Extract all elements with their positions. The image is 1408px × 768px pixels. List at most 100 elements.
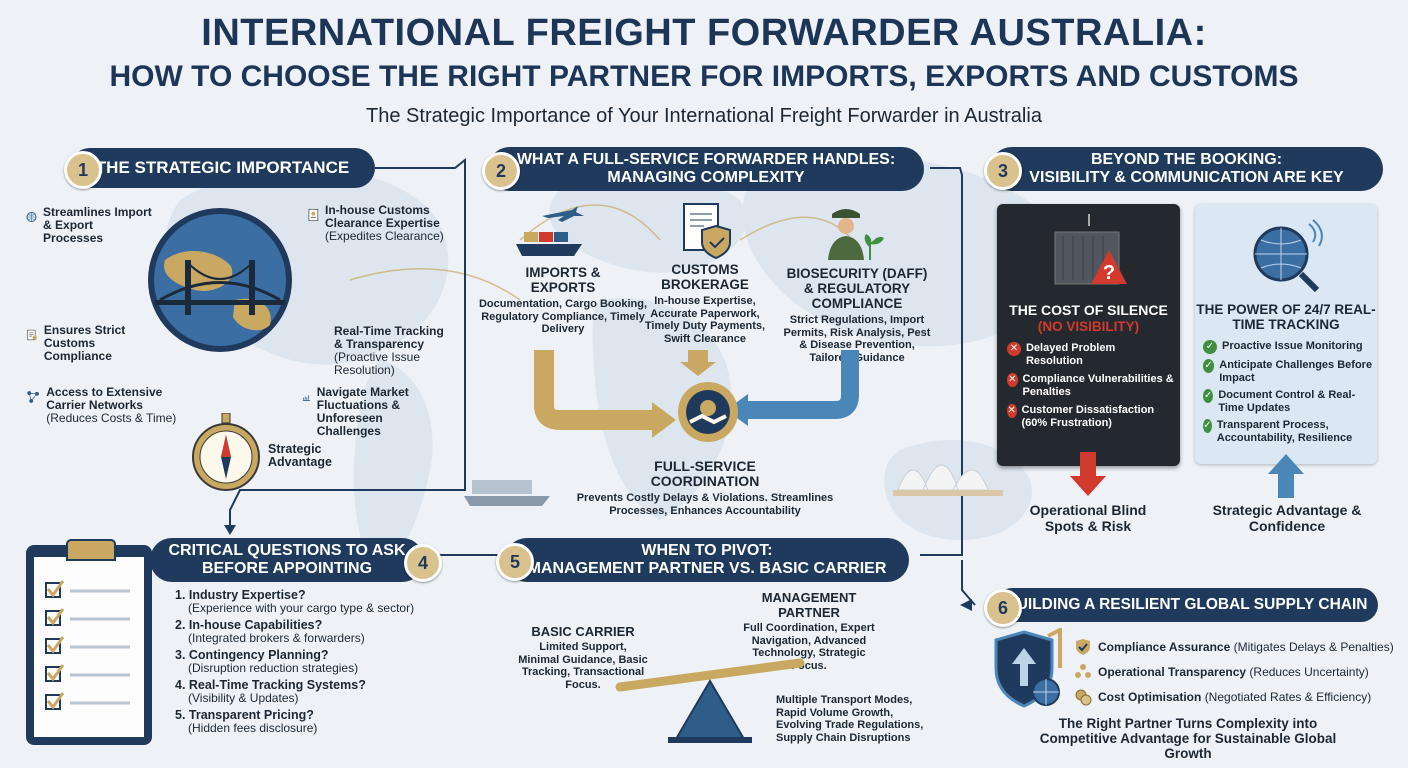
resilience-item: Cost Optimisation (Negotiated Rates & Ef…	[1074, 685, 1404, 709]
realtime-tracking-title: THE POWER OF 24/7 REAL-TIME TRACKING	[1196, 302, 1376, 332]
balance-seesaw-icon	[615, 658, 805, 743]
s1-left-title: Streamlines Import & Export Processes	[43, 205, 152, 245]
question-item: 4. Real-Time Tracking Systems? (Visibili…	[175, 678, 366, 705]
x-icon: ✕	[1007, 342, 1021, 356]
blind-spots-label: Operational Blind Spots & Risk	[1029, 502, 1147, 534]
x-icon: ✕	[1007, 404, 1017, 418]
section-4-banner: CRITICAL QUESTIONS TO ASK BEFORE APPOINT…	[150, 538, 424, 582]
s1-left-item-2: Access to Extensive Carrier Networks (Re…	[26, 386, 186, 425]
section-3-title-line1: BEYOND THE BOOKING:	[1090, 151, 1283, 169]
silence-item: ✕Compliance Vulnerabilities & Penalties	[1007, 373, 1174, 398]
section-1-title: THE STRATEGIC IMPORTANCE	[95, 157, 350, 177]
realtime-tracking-panel: THE POWER OF 24/7 REAL-TIME TRACKING ✓Pr…	[1195, 204, 1377, 464]
section-5-title-line1: WHEN TO PIVOT:	[641, 542, 773, 560]
check-icon: ✓	[1203, 389, 1214, 403]
checklist-icon	[45, 580, 130, 710]
section-2-title-line1: WHAT A FULL-SERVICE FORWARDER HANDLES:	[516, 151, 896, 169]
questions-list: 1. Industry Expertise? (Experience with …	[175, 588, 445, 735]
section-1-banner: THE STRATEGIC IMPORTANCE	[70, 148, 375, 188]
shield-check-icon	[1076, 639, 1090, 655]
resilience-item: Compliance Assurance (Mitigates Delays &…	[1074, 635, 1404, 659]
section-1-number: 1	[64, 151, 102, 189]
section-2-banner: WHAT A FULL-SERVICE FORWARDER HANDLES: M…	[488, 147, 924, 191]
container-ship-icon	[464, 480, 550, 506]
shield-growth-icon	[994, 628, 1062, 708]
cargo-ship-plane-icon	[516, 206, 584, 256]
cost-of-silence-panel: ? THE COST OF SILENCE (NO VISIBILITY) ✕D…	[997, 204, 1180, 466]
question-item: 3. Contingency Planning? (Disruption red…	[175, 648, 359, 675]
footer-statement: The Right Partner Turns Complexity into …	[1039, 716, 1337, 761]
cost-of-silence-title: THE COST OF SILENCE	[1009, 302, 1168, 318]
section-3-number: 3	[984, 152, 1022, 190]
s1-left-sub: (Reduces Costs & Time)	[46, 411, 177, 425]
svg-text:?: ?	[1103, 262, 1115, 284]
s1-right-title: Real-Time Tracking & Transparency	[334, 324, 444, 351]
coordination-title: FULL-SERVICE COORDINATION	[650, 458, 760, 489]
management-partner-body: Full Coordination, Expert Navigation, Ad…	[743, 622, 875, 672]
check-icon: ✓	[1203, 340, 1217, 354]
basic-carrier-title: BASIC CARRIER	[531, 624, 635, 639]
s1-right-item-0: In-house Customs Clearance Expertise (Ex…	[307, 204, 467, 243]
s1-right-item-1: Real-Time Tracking & Transparency (Proac…	[334, 325, 454, 377]
opera-house-icon	[893, 464, 1003, 496]
checklist-clipboard	[26, 539, 152, 745]
strategic-confidence-label: Strategic Advantage & Confidence	[1212, 502, 1362, 534]
customs-body: In-house Expertise, Accurate Paperwork, …	[644, 295, 766, 345]
coordination-block: FULL-SERVICE COORDINATION Prevents Costl…	[560, 459, 850, 517]
imports-exports-title: IMPORTS & EXPORTS	[525, 265, 601, 295]
section-4-number: 4	[404, 544, 442, 582]
x-icon: ✕	[1007, 373, 1018, 387]
check-icon: ✓	[1203, 359, 1215, 373]
customs-block: CUSTOMS BROKERAGE In-house Expertise, Ac…	[640, 262, 770, 345]
s1-left-item-1: Ensures Strict Customs Compliance	[26, 324, 156, 363]
pivot-triggers: Multiple Transport Modes, Rapid Volume G…	[776, 694, 924, 744]
section-4-title-line2: BEFORE APPOINTING	[201, 560, 373, 577]
question-item: 1. Industry Expertise? (Experience with …	[175, 588, 415, 615]
container-warning-icon: ?	[1054, 214, 1127, 285]
imports-exports-body: Documentation, Cargo Booking, Regulatory…	[478, 298, 648, 335]
s1-left-title: Access to Extensive Carrier Networks	[46, 385, 163, 412]
s1-right-sub: (Proactive Issue Resolution)	[334, 350, 421, 377]
basic-carrier-block: BASIC CARRIER Limited Support, Minimal G…	[518, 624, 648, 691]
customs-shield-document-icon	[683, 203, 731, 260]
section-5-banner: WHEN TO PIVOT: MANAGEMENT PARTNER VS. BA…	[505, 538, 909, 582]
section-2-title-line2: MANAGING COMPLEXITY	[607, 169, 805, 186]
tracking-item: ✓Document Control & Real-Time Updates	[1203, 389, 1356, 414]
biosecurity-officer-icon	[828, 209, 884, 260]
subtitle: The Strategic Importance of Your Interna…	[366, 105, 1042, 127]
globe-bridge-icon	[148, 208, 292, 352]
section-6-number: 6	[984, 589, 1022, 627]
main-title: INTERNATIONAL FREIGHT FORWARDER AUSTRALI…	[201, 12, 1207, 54]
check-icon: ✓	[1203, 419, 1212, 433]
biosecurity-body: Strict Regulations, Import Permits, Risk…	[783, 314, 931, 364]
section-3-banner: BEYOND THE BOOKING: VISIBILITY & COMMUNI…	[990, 147, 1383, 191]
section-5-number: 5	[496, 543, 534, 581]
tracking-item: ✓Proactive Issue Monitoring	[1203, 340, 1373, 354]
s1-right-title: In-house Customs Clearance Expertise	[325, 203, 440, 230]
cost-of-silence-subtitle: (NO VISIBILITY)	[1037, 319, 1140, 334]
section-5-title-line2: MANAGEMENT PARTNER VS. BASIC CARRIER	[527, 560, 887, 577]
red-down-arrow-icon	[1070, 452, 1106, 496]
flow-arrows	[534, 350, 859, 438]
section-4-title-line1: CRITICAL QUESTIONS TO ASK	[168, 542, 406, 560]
cost-coins-icon	[1075, 689, 1092, 706]
compass-icon	[192, 413, 260, 491]
customs-document-icon	[308, 208, 319, 222]
silence-item: ✕Customer Dissatisfaction (60% Frustrati…	[1007, 404, 1155, 429]
compass-label: Strategic Advantage	[268, 442, 332, 469]
customs-title: CUSTOMS BROKERAGE	[661, 262, 749, 292]
section-2-number: 2	[482, 152, 520, 190]
biosecurity-title: BIOSECURITY (DAFF) & REGULATORY COMPLIAN…	[786, 266, 928, 311]
section-6-title: BUILDING A RESILIENT GLOBAL SUPPLY CHAIN	[1005, 596, 1368, 614]
team-icon	[1075, 664, 1091, 678]
s1-right-sub: (Expedites Clearance)	[325, 229, 444, 243]
tracking-item: ✓Anticipate Challenges Before Impact	[1203, 359, 1373, 384]
blue-up-arrow-icon	[1268, 454, 1304, 498]
s1-right-title: Navigate Market Fluctuations & Unforesee…	[316, 385, 409, 438]
coordination-body: Prevents Costly Delays & Violations. Str…	[576, 492, 834, 517]
biosecurity-block: BIOSECURITY (DAFF) & REGULATORY COMPLIAN…	[782, 266, 932, 364]
section-3-title-line2: VISIBILITY & COMMUNICATION ARE KEY	[1029, 169, 1344, 186]
main-title-line2: HOW TO CHOOSE THE RIGHT PARTNER FOR IMPO…	[109, 60, 1299, 93]
silence-item: ✕Delayed Problem Resolution	[1007, 342, 1175, 367]
document-check-icon	[27, 329, 37, 341]
